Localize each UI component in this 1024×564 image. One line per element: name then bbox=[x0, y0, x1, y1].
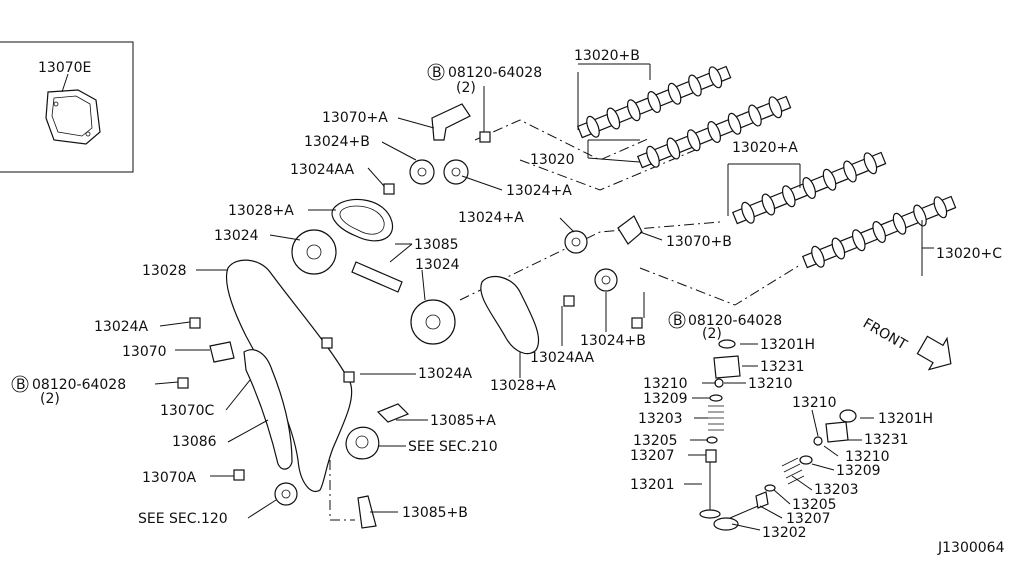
label-13085-plus-a: 13085+A bbox=[430, 413, 496, 429]
cam-lobe bbox=[892, 212, 907, 235]
label-13210-c: 13210 bbox=[792, 395, 837, 411]
label-13201H-1: 13201H bbox=[760, 337, 815, 353]
label-13028: 13028 bbox=[142, 263, 187, 279]
cam-lobe bbox=[831, 237, 846, 260]
cam-lobe bbox=[781, 185, 796, 208]
cam-lobe bbox=[707, 121, 721, 144]
label-bolt-left: 08120-64028 bbox=[32, 377, 126, 393]
label-13085-plus-b: 13085+B bbox=[402, 505, 468, 521]
label-see-sec-210: SEE SEC.210 bbox=[408, 439, 498, 455]
chains bbox=[226, 198, 540, 493]
label-bolt-top-qty: (2) bbox=[456, 80, 476, 96]
guides-and-tensioners bbox=[209, 103, 643, 529]
inset-frame bbox=[0, 41, 134, 173]
label-13024-left: 13024 bbox=[214, 228, 259, 244]
label-13024-plus-b-top: 13024+B bbox=[304, 134, 370, 150]
bolt-marker-mid: B bbox=[673, 313, 683, 329]
label-13020-plus-a: 13020+A bbox=[732, 140, 798, 156]
cam-lobe bbox=[843, 160, 857, 183]
label-13205-1: 13205 bbox=[633, 433, 678, 449]
label-13070-plus-a: 13070+A bbox=[322, 110, 388, 126]
bolts bbox=[177, 131, 643, 481]
bolt-marker-top: B bbox=[432, 65, 442, 81]
label-13070-plus-b: 13070+B bbox=[666, 234, 732, 250]
cam-lobe bbox=[748, 104, 762, 127]
label-13086: 13086 bbox=[172, 434, 217, 450]
cam-lobe bbox=[741, 201, 755, 224]
cam-lobe bbox=[708, 66, 723, 89]
label-13028-plus-a-mid: 13028+A bbox=[490, 378, 556, 394]
cam-lobe bbox=[647, 91, 661, 114]
label-13203-2: 13203 bbox=[814, 482, 859, 498]
label-13210-b: 13210 bbox=[748, 376, 793, 392]
label-13020: 13020 bbox=[530, 152, 575, 168]
camshafts bbox=[576, 65, 957, 269]
label-13209-2: 13209 bbox=[836, 463, 881, 479]
label-front: FRONT bbox=[860, 316, 910, 354]
label-13020-plus-c: 13020+C bbox=[936, 246, 1002, 262]
cam-lobe bbox=[872, 221, 886, 244]
label-13024-plus-a-top: 13024+A bbox=[506, 183, 572, 199]
cam-lobe bbox=[802, 177, 816, 200]
label-13209-1: 13209 bbox=[643, 391, 688, 407]
label-13024-plus-b-mid: 13024+B bbox=[580, 333, 646, 349]
valve-train bbox=[699, 339, 857, 531]
cam-lobe bbox=[688, 74, 702, 97]
label-13201: 13201 bbox=[630, 477, 675, 493]
label-13020-plus-b: 13020+B bbox=[574, 48, 640, 64]
cam-lobe bbox=[851, 229, 866, 252]
label-13070: 13070 bbox=[122, 344, 167, 360]
label-13203-1: 13203 bbox=[638, 411, 683, 427]
label-13210-d: 13210 bbox=[845, 449, 890, 465]
label-bolt-top: 08120-64028 bbox=[448, 65, 542, 81]
cam-lobe bbox=[646, 145, 660, 168]
label-13024AA-mid: 13024AA bbox=[530, 350, 595, 366]
sprockets bbox=[274, 159, 618, 506]
bolt-marker-left: B bbox=[16, 377, 26, 393]
label-13070A: 13070A bbox=[142, 470, 197, 486]
label-13207-1: 13207 bbox=[630, 448, 675, 464]
cam-lobe bbox=[822, 168, 837, 191]
label-13201H-2: 13201H bbox=[878, 411, 933, 427]
cam-lobe bbox=[863, 152, 878, 175]
label-13024-plus-a-mid: 13024+A bbox=[458, 210, 524, 226]
cam-lobe bbox=[768, 96, 783, 119]
label-13207-2: 13207 bbox=[786, 511, 831, 527]
label-13085: 13085 bbox=[414, 237, 459, 253]
label-13024AA-top: 13024AA bbox=[290, 162, 355, 178]
label-13210-a: 13210 bbox=[643, 376, 688, 392]
label-13024-mid: 13024 bbox=[415, 257, 460, 273]
label-13028-plus-a-top: 13028+A bbox=[228, 203, 294, 219]
label-bolt-mid: 08120-64028 bbox=[688, 313, 782, 329]
cam-lobe bbox=[586, 115, 600, 138]
cam-lobe bbox=[913, 204, 927, 227]
label-bolt-mid-qty: (2) bbox=[702, 326, 722, 342]
label-see-sec-120: SEE SEC.120 bbox=[138, 511, 228, 527]
cam-lobe bbox=[666, 137, 681, 160]
label-13070E: 13070E bbox=[38, 60, 91, 76]
leader-lines bbox=[11, 63, 934, 531]
label-13024A-left: 13024A bbox=[94, 319, 149, 335]
label-13231-2: 13231 bbox=[864, 432, 909, 448]
label-13231-1: 13231 bbox=[760, 359, 805, 375]
label-bolt-left-qty: (2) bbox=[40, 391, 60, 407]
label-13205-2: 13205 bbox=[792, 497, 837, 513]
cam-lobe bbox=[606, 107, 621, 130]
cam-lobe bbox=[811, 245, 825, 268]
label-13024A-mid: 13024A bbox=[418, 366, 473, 382]
diagram-id: J1300064 bbox=[937, 540, 1005, 556]
front-arrow bbox=[916, 335, 952, 371]
cam-lobe bbox=[626, 99, 641, 122]
label-13202: 13202 bbox=[762, 525, 807, 541]
cam-lobe bbox=[686, 129, 701, 152]
cam-lobe bbox=[761, 193, 776, 216]
assembly-lines bbox=[329, 119, 801, 521]
label-13070C: 13070C bbox=[160, 403, 215, 419]
cam-lobe bbox=[933, 196, 948, 219]
